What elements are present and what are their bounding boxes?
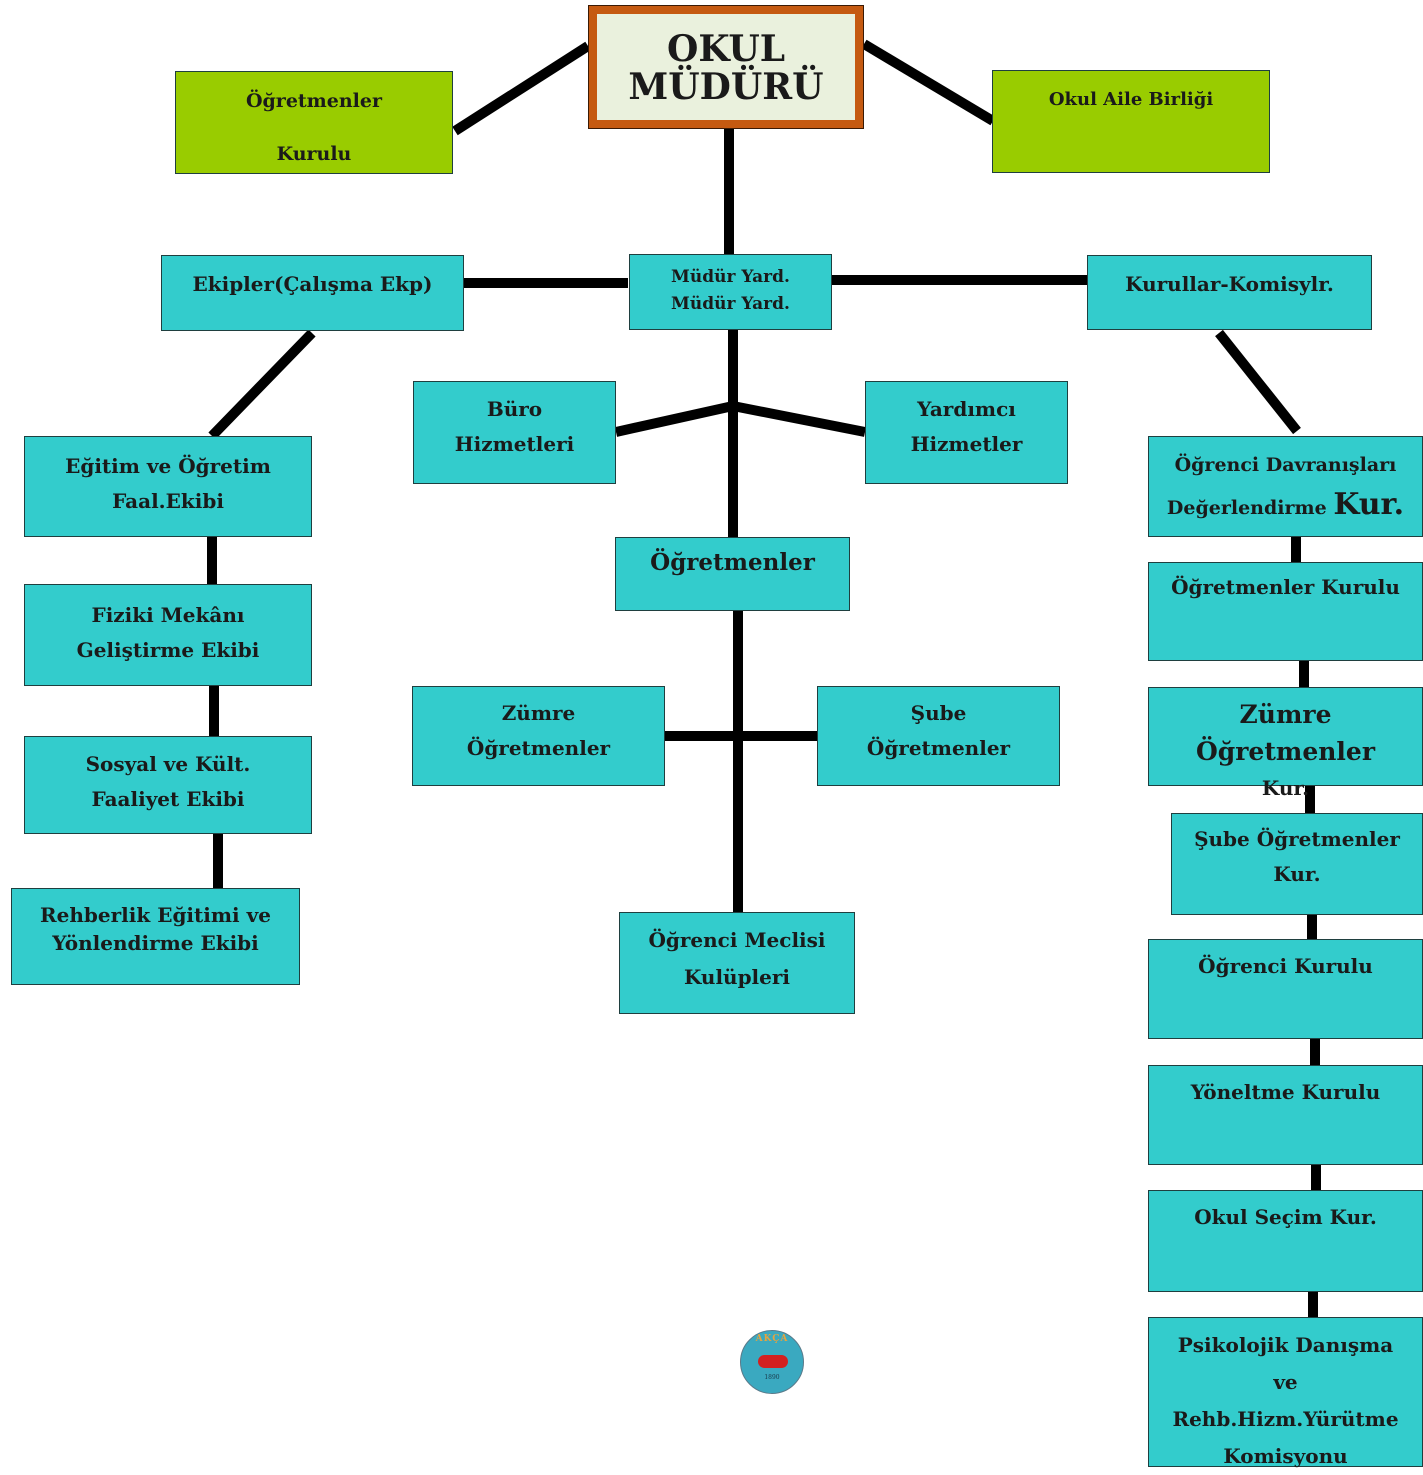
kur-suffix: Kur. bbox=[1333, 487, 1405, 522]
okul-muduru-box: OKUL MÜDÜRÜ bbox=[588, 5, 864, 129]
flag-icon bbox=[758, 1355, 788, 1368]
box-line: Öğrenci Meclisi bbox=[648, 928, 826, 952]
box-line: Ekipler(Çalışma Ekp) bbox=[192, 272, 433, 296]
box-line: Zümre Öğretmenler bbox=[1196, 700, 1375, 766]
sube-ogretmenler-kurulu-box: Şube Öğretmenler Kur. bbox=[1171, 813, 1423, 915]
okul-secim-kurulu-box: Okul Seçim Kur. bbox=[1148, 1190, 1423, 1292]
box-line: Geliştirme Ekibi bbox=[76, 638, 260, 662]
box-line: Sosyal ve Kült. bbox=[85, 752, 251, 776]
ogretmenler-box: Öğretmenler bbox=[615, 537, 850, 611]
box-line: Okul Aile Birliği bbox=[1048, 89, 1214, 110]
box-line: Şube bbox=[910, 701, 967, 725]
school-logo: AKÇA 1890 bbox=[740, 1330, 804, 1394]
box-line: Kurulu bbox=[276, 143, 352, 165]
box-line: Zümre bbox=[501, 701, 576, 725]
box-line: Faaliyet Ekibi bbox=[91, 787, 245, 811]
box-line: Rehb.Hizm.Yürütme bbox=[1172, 1407, 1399, 1431]
zumre-ogretmenler-box: Zümre Öğretmenler bbox=[412, 686, 665, 786]
box-line: Öğretmenler bbox=[650, 549, 815, 576]
logo-text-bottom: 1890 bbox=[764, 1374, 780, 1381]
box-line: Öğretmenler Kurulu bbox=[1171, 575, 1400, 599]
box-line: Müdür Yard. bbox=[671, 294, 790, 314]
box-line: Değerlendirme bbox=[1166, 497, 1327, 519]
box-line: Öğretmenler bbox=[466, 736, 611, 760]
rehberlik-ekibi-box: Rehberlik Eğitimi ve Yönlendirme Ekibi bbox=[11, 888, 300, 985]
connector-root-left bbox=[452, 41, 591, 136]
box-line: Büro bbox=[486, 397, 543, 421]
yardimci-hizmetler-box: Yardımcı Hizmetler bbox=[865, 381, 1068, 484]
mudur-yard-box: Müdür Yard. Müdür Yard. bbox=[629, 254, 832, 330]
box-line: Komisyonu bbox=[1223, 1444, 1348, 1468]
ogrenci-kurulu-box: Öğrenci Kurulu bbox=[1148, 939, 1423, 1039]
okul-aile-birligi-box: Okul Aile Birliği bbox=[992, 70, 1270, 173]
ogretmenler-kurulu-right-box: Öğretmenler Kurulu bbox=[1148, 562, 1423, 661]
box-line: Yöneltme Kurulu bbox=[1190, 1080, 1381, 1104]
pdr-komisyonu-box: Psikolojik Danışma ve Rehb.Hizm.Yürütme … bbox=[1148, 1317, 1423, 1468]
kurullar-komisylr-box: Kurullar-Komisylr. bbox=[1087, 255, 1372, 330]
box-line: Öğretmenler bbox=[245, 90, 383, 112]
root-line-1: OKUL bbox=[666, 28, 786, 70]
fiziki-mekan-ekibi-box: Fiziki Mekânı Geliştirme Ekibi bbox=[24, 584, 312, 686]
connector-right-diagonal bbox=[1215, 329, 1301, 435]
connector-root-right bbox=[861, 39, 996, 126]
root-line-2: MÜDÜRÜ bbox=[628, 66, 824, 108]
box-line: Okul Seçim Kur. bbox=[1194, 1205, 1377, 1229]
box-line: Yardımcı bbox=[917, 397, 1016, 421]
box-line: Şube Öğretmenler bbox=[1194, 827, 1400, 851]
box-line: Hizmetler bbox=[910, 432, 1023, 456]
connector-yardimci bbox=[732, 401, 866, 437]
box-line: Yönlendirme Ekibi bbox=[52, 931, 259, 955]
logo-text-top: AKÇA bbox=[755, 1334, 789, 1344]
yoneltme-kurulu-box: Yöneltme Kurulu bbox=[1148, 1065, 1423, 1165]
sube-ogretmenler-box: Şube Öğretmenler bbox=[817, 686, 1060, 786]
box-line: Kurullar-Komisylr. bbox=[1125, 272, 1334, 296]
box-line: Öğrenci Davranışları bbox=[1174, 454, 1397, 476]
ekipler-box: Ekipler(Çalışma Ekp) bbox=[161, 255, 464, 331]
connector-buro bbox=[614, 401, 735, 437]
box-line: Öğretmenler bbox=[866, 736, 1011, 760]
ogrenci-davranislari-kurulu-box: Öğrenci Davranışları Değerlendirme Kur. bbox=[1148, 436, 1423, 537]
egitim-ogretim-ekibi-box: Eğitim ve Öğretim Faal.Ekibi bbox=[24, 436, 312, 537]
box-line: Müdür Yard. bbox=[671, 267, 790, 287]
ogrenci-meclisi-box: Öğrenci Meclisi Kulüpleri bbox=[619, 912, 855, 1014]
box-line: Psikolojik Danışma bbox=[1177, 1333, 1394, 1357]
box-line: Fiziki Mekânı bbox=[91, 603, 245, 627]
box-line: Öğrenci Kurulu bbox=[1198, 954, 1373, 978]
box-line: Kur. bbox=[1273, 862, 1321, 886]
box-line: Eğitim ve Öğretim bbox=[65, 454, 271, 478]
ogretmenler-kurulu-top-box: Öğretmenler Kurulu bbox=[175, 71, 453, 174]
zumre-ogretmenler-kurulu-box: Zümre Öğretmenler Kur. bbox=[1148, 687, 1423, 800]
box-line: Rehberlik Eğitimi ve bbox=[40, 903, 271, 927]
buro-hizmetleri-box: Büro Hizmetleri bbox=[413, 381, 616, 484]
box-line: ve bbox=[1273, 1370, 1298, 1394]
box-line: Kulüpleri bbox=[683, 965, 791, 989]
box-line: Faal.Ekibi bbox=[112, 489, 224, 513]
sosyal-kult-ekibi-box: Sosyal ve Kült. Faaliyet Ekibi bbox=[24, 736, 312, 834]
box-line: Kur. bbox=[1261, 776, 1310, 800]
box-line: Hizmetleri bbox=[454, 432, 575, 456]
connector-left-diagonal bbox=[208, 329, 316, 440]
